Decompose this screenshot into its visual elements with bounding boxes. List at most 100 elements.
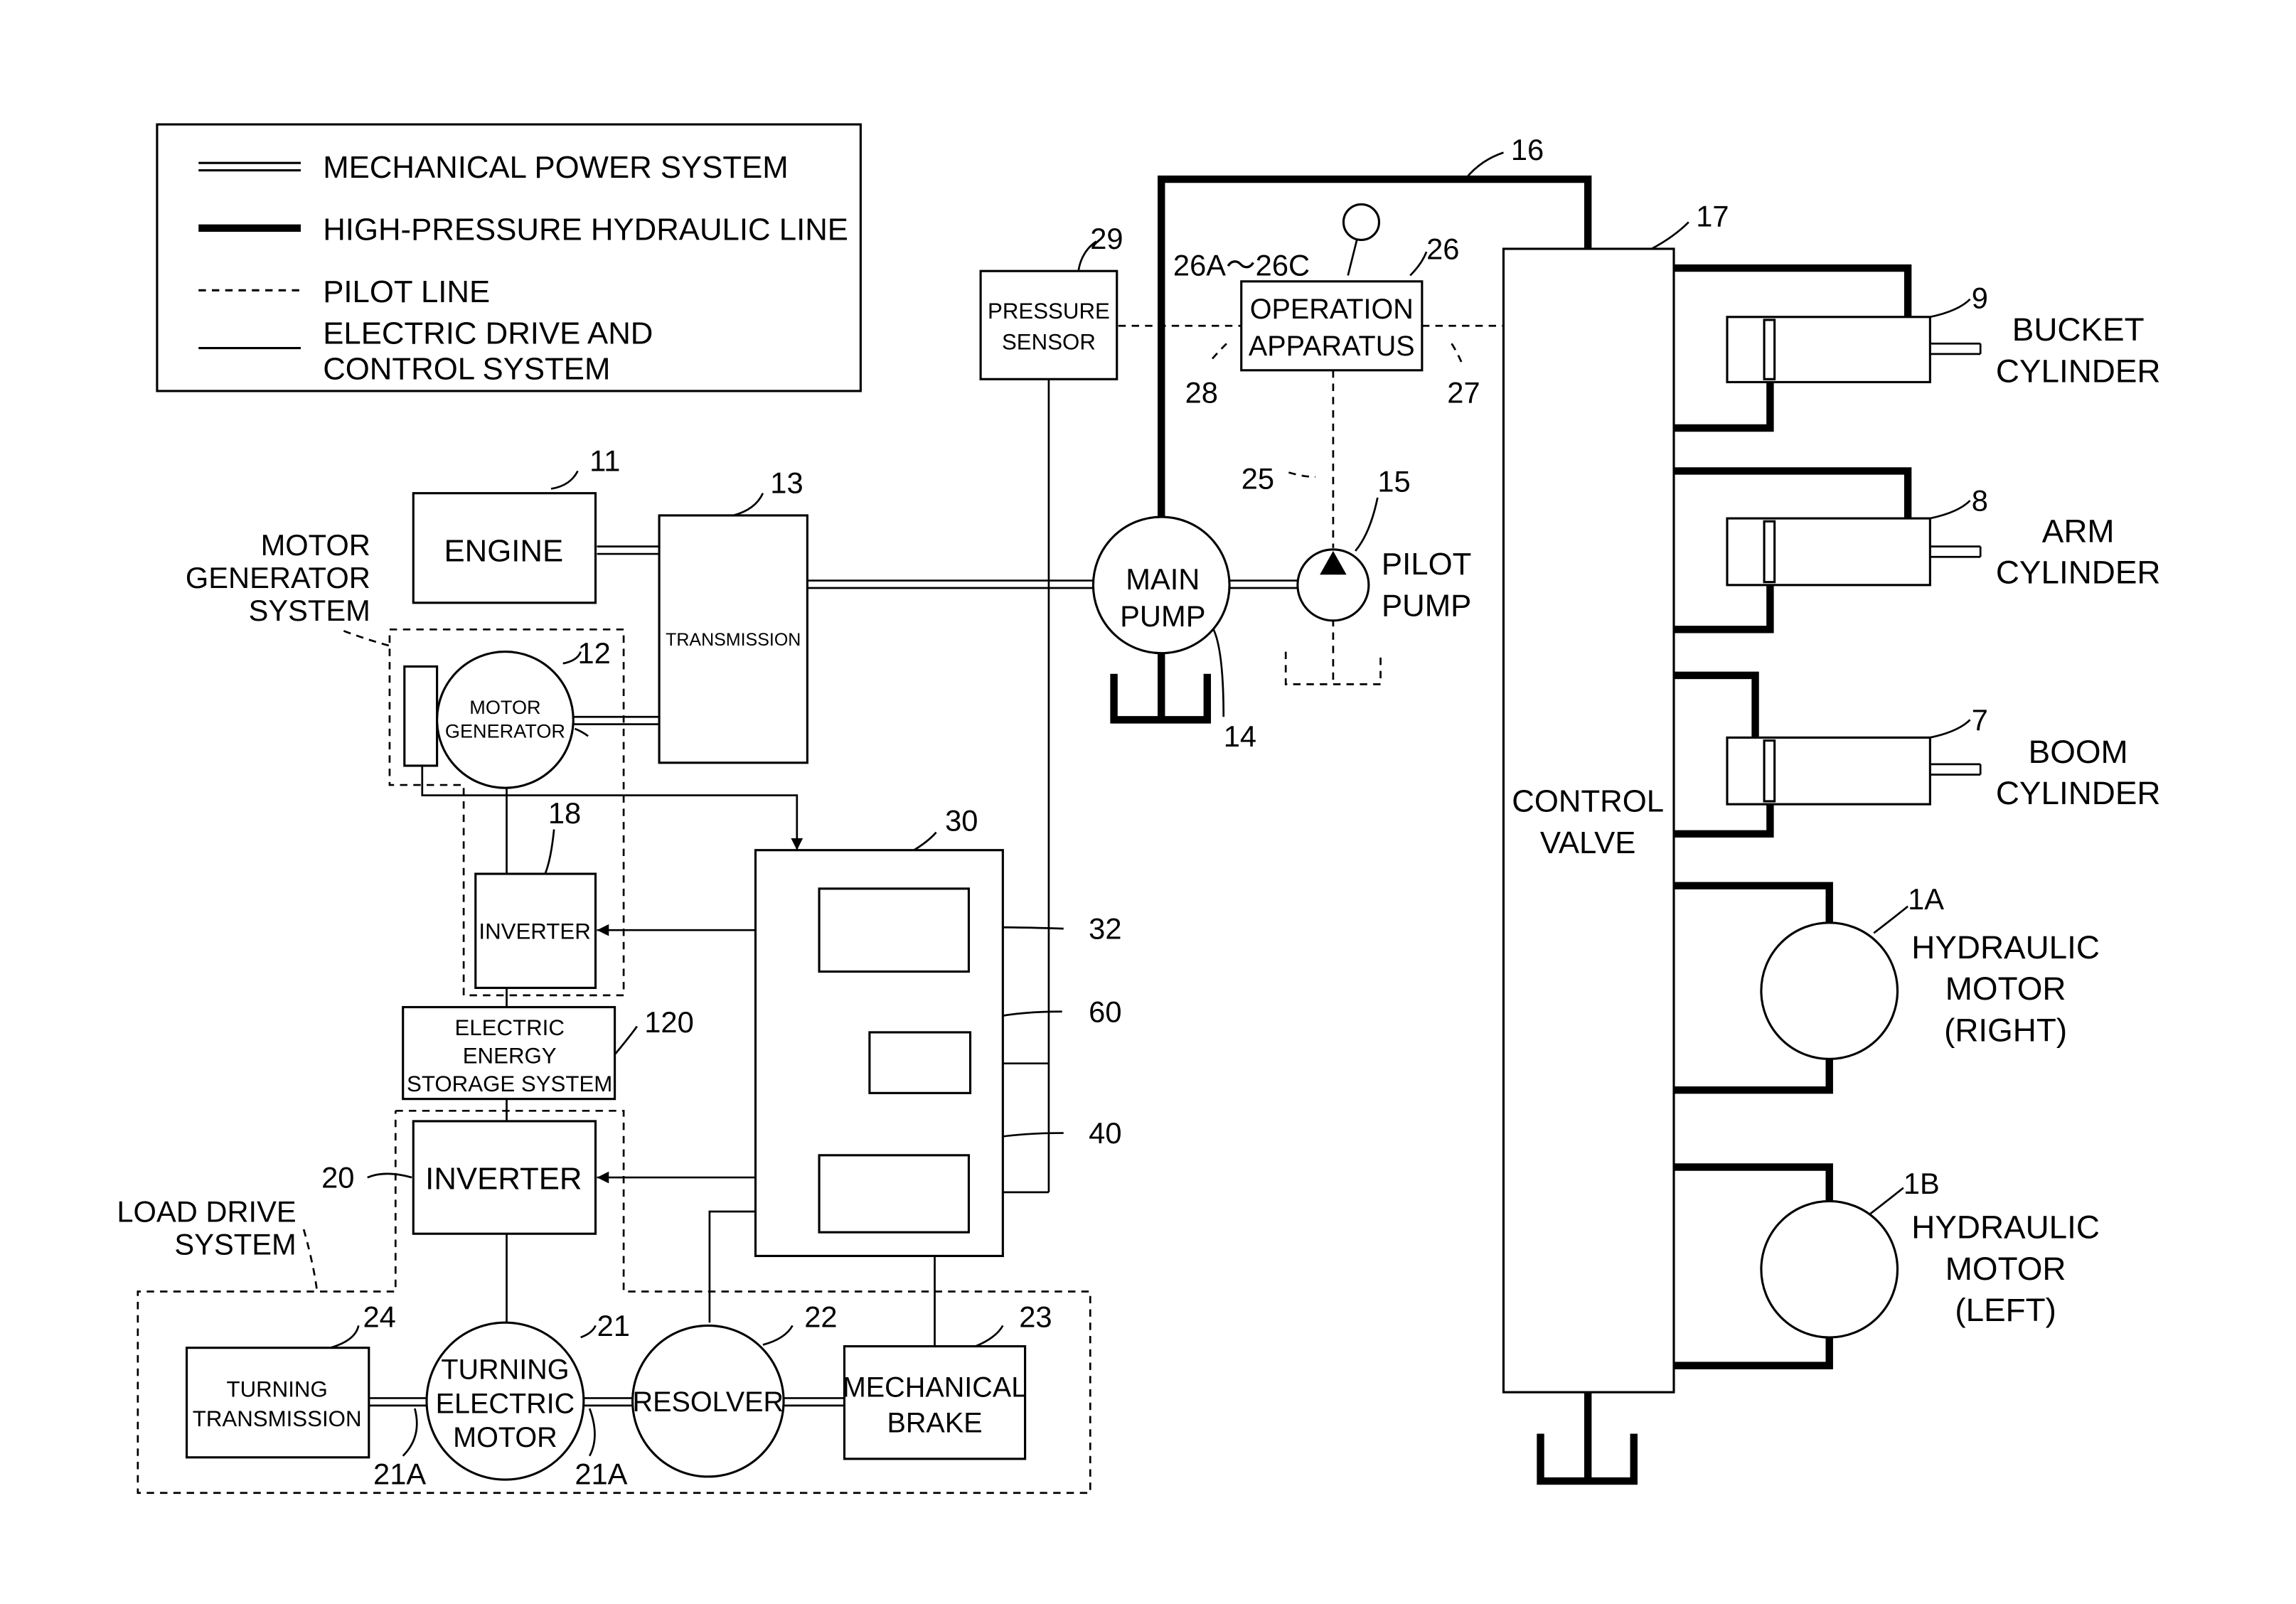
mg-system-label-3: SYSTEM [249, 594, 370, 627]
legend-mechanical: MECHANICAL POWER SYSTEM [323, 150, 788, 185]
ref-26: 26 [1426, 232, 1459, 266]
ref-7: 7 [1972, 703, 1988, 737]
load-drive-label-1: LOAD DRIVE [117, 1195, 296, 1229]
ref-24: 24 [363, 1300, 395, 1333]
boom-cylinder-box [1727, 737, 1930, 804]
hydraulic-motor-left-circle [1761, 1201, 1898, 1337]
motor-generator-label-1: MOTOR [469, 696, 540, 718]
boom-label-2: CYLINDER [1996, 775, 2161, 811]
operation-label-2: APPARATUS [1249, 331, 1415, 362]
legend: MECHANICAL POWER SYSTEM HIGH-PRESSURE HY… [157, 124, 860, 391]
engine-label: ENGINE [444, 533, 564, 568]
ref-26a-26c: 26A～26C [1173, 248, 1310, 282]
turning-motor-label-3: MOTOR [453, 1422, 557, 1453]
legend-hydraulic: HIGH-PRESSURE HYDRAULIC LINE [323, 212, 848, 247]
ref-16: 16 [1511, 133, 1544, 166]
ref-23: 23 [1019, 1300, 1052, 1333]
turning-transmission-label-1: TURNING [226, 1376, 327, 1401]
resolver-label: RESOLVER [633, 1386, 784, 1418]
ref-32: 32 [1089, 912, 1121, 946]
arm-piston [1764, 521, 1775, 582]
arm-label-1: ARM [2042, 513, 2115, 549]
load-drive-label-2: SYSTEM [174, 1227, 296, 1261]
turning-transmission-box [187, 1348, 369, 1458]
ref-120: 120 [644, 1005, 694, 1039]
hm-left-label-2: MOTOR [1945, 1251, 2066, 1287]
block-40-box [819, 1155, 968, 1232]
legend-electric-1: ELECTRIC DRIVE AND [323, 316, 653, 351]
hm-right-label-1: HYDRAULIC [1911, 929, 2100, 966]
block-32-box [819, 889, 968, 972]
ref-9: 9 [1972, 281, 1988, 314]
component-boxes [187, 204, 1931, 1480]
ref-13: 13 [770, 466, 803, 500]
transmission-label: TRANSMISSION [666, 630, 801, 650]
main-pump-label-2: PUMP [1120, 599, 1205, 633]
lever-knob [1343, 204, 1379, 240]
ref-27: 27 [1447, 376, 1480, 410]
inverter-bottom-label: INVERTER [425, 1162, 582, 1197]
storage-label-1: ELECTRIC [454, 1015, 564, 1040]
control-valve-label-2: VALVE [1540, 825, 1636, 860]
motor-generator-label-2: GENERATOR [445, 720, 565, 742]
legend-pilot: PILOT LINE [323, 274, 490, 309]
ref-11: 11 [589, 444, 620, 477]
hm-right-label-2: MOTOR [1945, 971, 2066, 1007]
ref-21: 21 [597, 1309, 630, 1342]
pressure-sensor-box [981, 271, 1117, 379]
ref-21a-2: 21A [575, 1457, 627, 1490]
ref-14: 14 [1224, 720, 1256, 753]
ref-12: 12 [578, 636, 611, 670]
bucket-label-2: CYLINDER [1996, 353, 2161, 389]
storage-label-2: ENERGY [463, 1044, 557, 1069]
pressure-sensor-label-1: PRESSURE [988, 299, 1110, 324]
inverter-top-label: INVERTER [479, 919, 590, 944]
storage-label-3: STORAGE SYSTEM [407, 1071, 612, 1096]
ref-1b: 1B [1903, 1167, 1940, 1200]
ref-21a-1: 21A [373, 1457, 426, 1490]
ref-29: 29 [1090, 222, 1123, 255]
turning-motor-label-2: ELECTRIC [436, 1388, 575, 1419]
hydraulic-motor-right-circle [1761, 923, 1898, 1059]
ref-1a: 1A [1908, 882, 1944, 916]
operation-label-1: OPERATION [1250, 294, 1414, 325]
ref-60: 60 [1089, 995, 1121, 1028]
ref-30: 30 [945, 804, 978, 838]
ref-40: 40 [1089, 1116, 1121, 1150]
ref-28: 28 [1185, 376, 1218, 410]
mg-system-label-1: MOTOR [261, 528, 370, 562]
mg-system-label-2: GENERATOR [186, 561, 370, 594]
pilot-pump-label-1: PILOT [1382, 547, 1471, 582]
ref-17: 17 [1696, 200, 1729, 233]
hm-left-label-1: HYDRAULIC [1911, 1209, 2100, 1245]
pressure-sensor-label-2: SENSOR [1002, 330, 1096, 355]
control-valve-label-1: CONTROL [1512, 784, 1664, 819]
bucket-label-1: BUCKET [2012, 311, 2145, 348]
block-60-box [870, 1032, 971, 1093]
control-valve-box [1503, 249, 1674, 1392]
pilot-pump-label-2: PUMP [1382, 589, 1471, 624]
bucket-piston [1764, 320, 1775, 379]
bucket-cylinder-box [1727, 317, 1930, 383]
ref-20: 20 [321, 1161, 354, 1194]
hydraulic-arrowheads [1146, 520, 1840, 1330]
mechanical-lines [369, 343, 1980, 1406]
turning-transmission-label-2: TRANSMISSION [193, 1406, 362, 1431]
hm-right-label-3: (RIGHT) [1944, 1012, 2067, 1048]
ref-25: 25 [1242, 461, 1274, 495]
main-pump-label-1: MAIN [1126, 562, 1200, 596]
ref-22: 22 [804, 1300, 837, 1333]
brake-label-2: BRAKE [887, 1407, 982, 1438]
ref-15: 15 [1377, 465, 1410, 498]
brake-label-1: MECHANICAL [843, 1372, 1027, 1403]
hm-left-label-3: (LEFT) [1955, 1292, 2056, 1328]
legend-electric-2: CONTROL SYSTEM [323, 351, 610, 386]
ref-18: 18 [548, 796, 581, 830]
arm-cylinder-box [1727, 518, 1930, 585]
boom-piston [1764, 741, 1775, 801]
arm-label-2: CYLINDER [1996, 555, 2161, 591]
mg-small-box [405, 666, 437, 766]
turning-motor-label-1: TURNING [441, 1354, 569, 1385]
ref-8: 8 [1972, 484, 1988, 518]
